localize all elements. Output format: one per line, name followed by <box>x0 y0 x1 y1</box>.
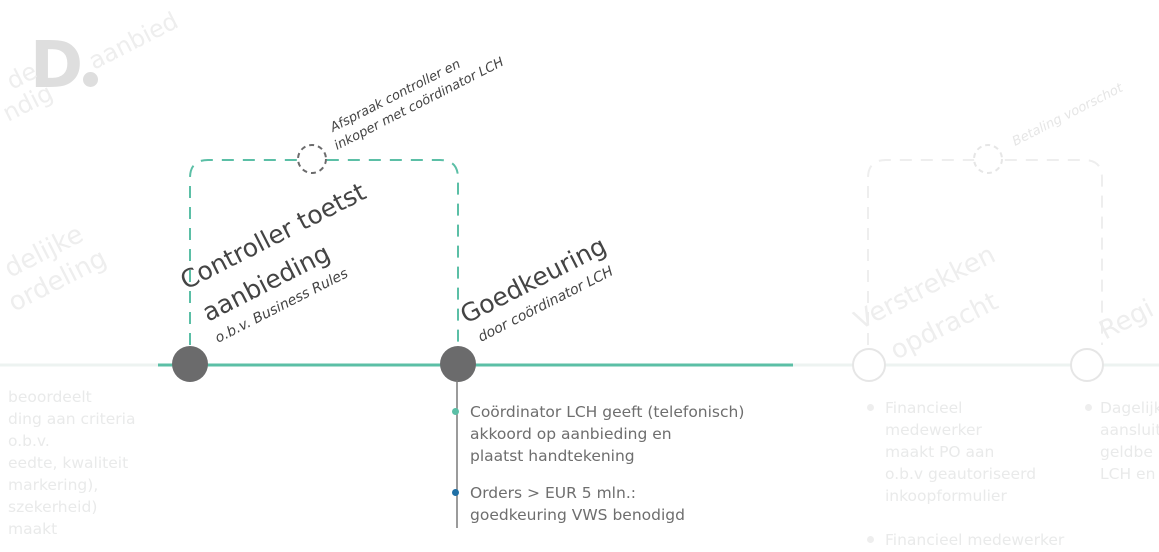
goedkeuring-bullet-2: Orders > EUR 5 mln.: goedkeuring VWS ben… <box>470 484 685 524</box>
loop-node-afspraak <box>297 144 327 174</box>
loop-connector-active <box>189 159 459 345</box>
bullet-dot-faded <box>867 404 874 411</box>
bg-fragment-regi: Regi <box>1095 294 1159 346</box>
loop-node-betaling <box>973 144 1003 174</box>
loop-label-line2: inkoper met coördinator LCH <box>332 55 507 154</box>
faded-left-bullets: beoordeelt ding aan criteria o.b.v. eedt… <box>8 388 136 538</box>
bg-fragment-ndig: ndig <box>0 79 57 128</box>
bg-fragment-aanbied: aanbied <box>84 7 183 76</box>
bullet-dot-blue <box>452 489 459 496</box>
verstrekken-bullet-1: Financieel medewerker maakt PO aan o.b.v… <box>885 399 1037 505</box>
step-node-goedkeuring <box>440 346 476 382</box>
bullet-dot-faded-2 <box>867 536 874 543</box>
step-node-verstrekken <box>852 348 886 382</box>
brand-logo: D <box>30 34 99 98</box>
verstrekken-bullet-2: Financieel medewerker <box>885 531 1065 549</box>
bullet-dot-faded-3 <box>1085 404 1092 411</box>
loop-label-betaling: Betaling voorschot <box>1010 80 1126 149</box>
step-node-registratie <box>1070 348 1104 382</box>
logo-letter: D <box>30 29 83 103</box>
right-faded-bullets: Dagelijk aansluit geldbe LCH en <box>1100 399 1159 483</box>
logo-dot <box>83 72 99 87</box>
bullet-dot-green <box>452 408 459 415</box>
step-node-controller <box>172 346 208 382</box>
goedkeuring-bullet-1: Coördinator LCH geeft (telefonisch) akko… <box>470 403 745 465</box>
